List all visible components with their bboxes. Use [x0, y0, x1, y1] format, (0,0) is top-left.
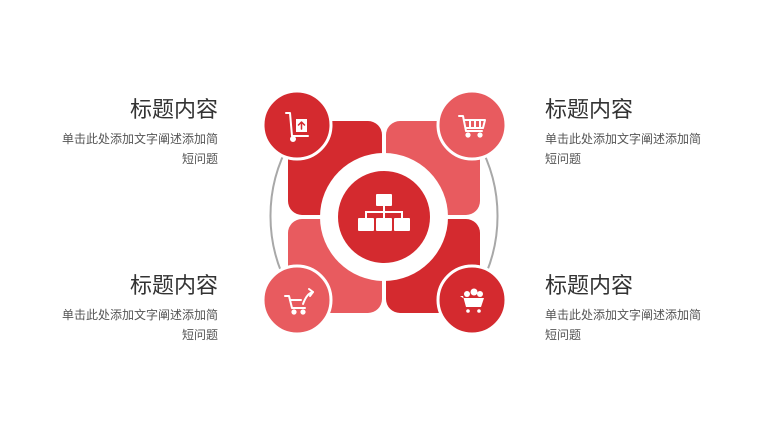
item-title: 标题内容 — [545, 98, 634, 123]
item-description: 单击此处添加文字阐述添加简短问题 — [545, 308, 702, 342]
hierarchy-icon — [358, 194, 410, 231]
item-description: 单击此处添加文字阐述添加简短问题 — [61, 132, 218, 166]
item-title: 标题内容 — [129, 274, 218, 299]
text-block-bottom-right: 标题内容 单击此处添加文字阐述添加简短问题 — [545, 273, 705, 345]
item-description: 单击此处添加文字阐述添加简短问题 — [61, 308, 218, 342]
item-title: 标题内容 — [129, 98, 218, 123]
full-cart-icon — [460, 288, 484, 313]
shopping-cart-icon — [458, 115, 486, 138]
text-block-top-right: 标题内容 单击此处添加文字阐述添加简短问题 — [545, 97, 705, 169]
item-title: 标题内容 — [545, 274, 634, 299]
text-block-top-left: 标题内容 单击此处添加文字阐述添加简短问题 — [58, 97, 218, 169]
icon-circle-top-right — [436, 89, 508, 161]
item-description: 单击此处添加文字阐述添加简短问题 — [545, 132, 702, 166]
text-block-bottom-left: 标题内容 单击此处添加文字阐述添加简短问题 — [58, 273, 218, 345]
cart-arrow-icon — [284, 288, 314, 315]
hand-truck-upload-icon — [285, 112, 309, 142]
